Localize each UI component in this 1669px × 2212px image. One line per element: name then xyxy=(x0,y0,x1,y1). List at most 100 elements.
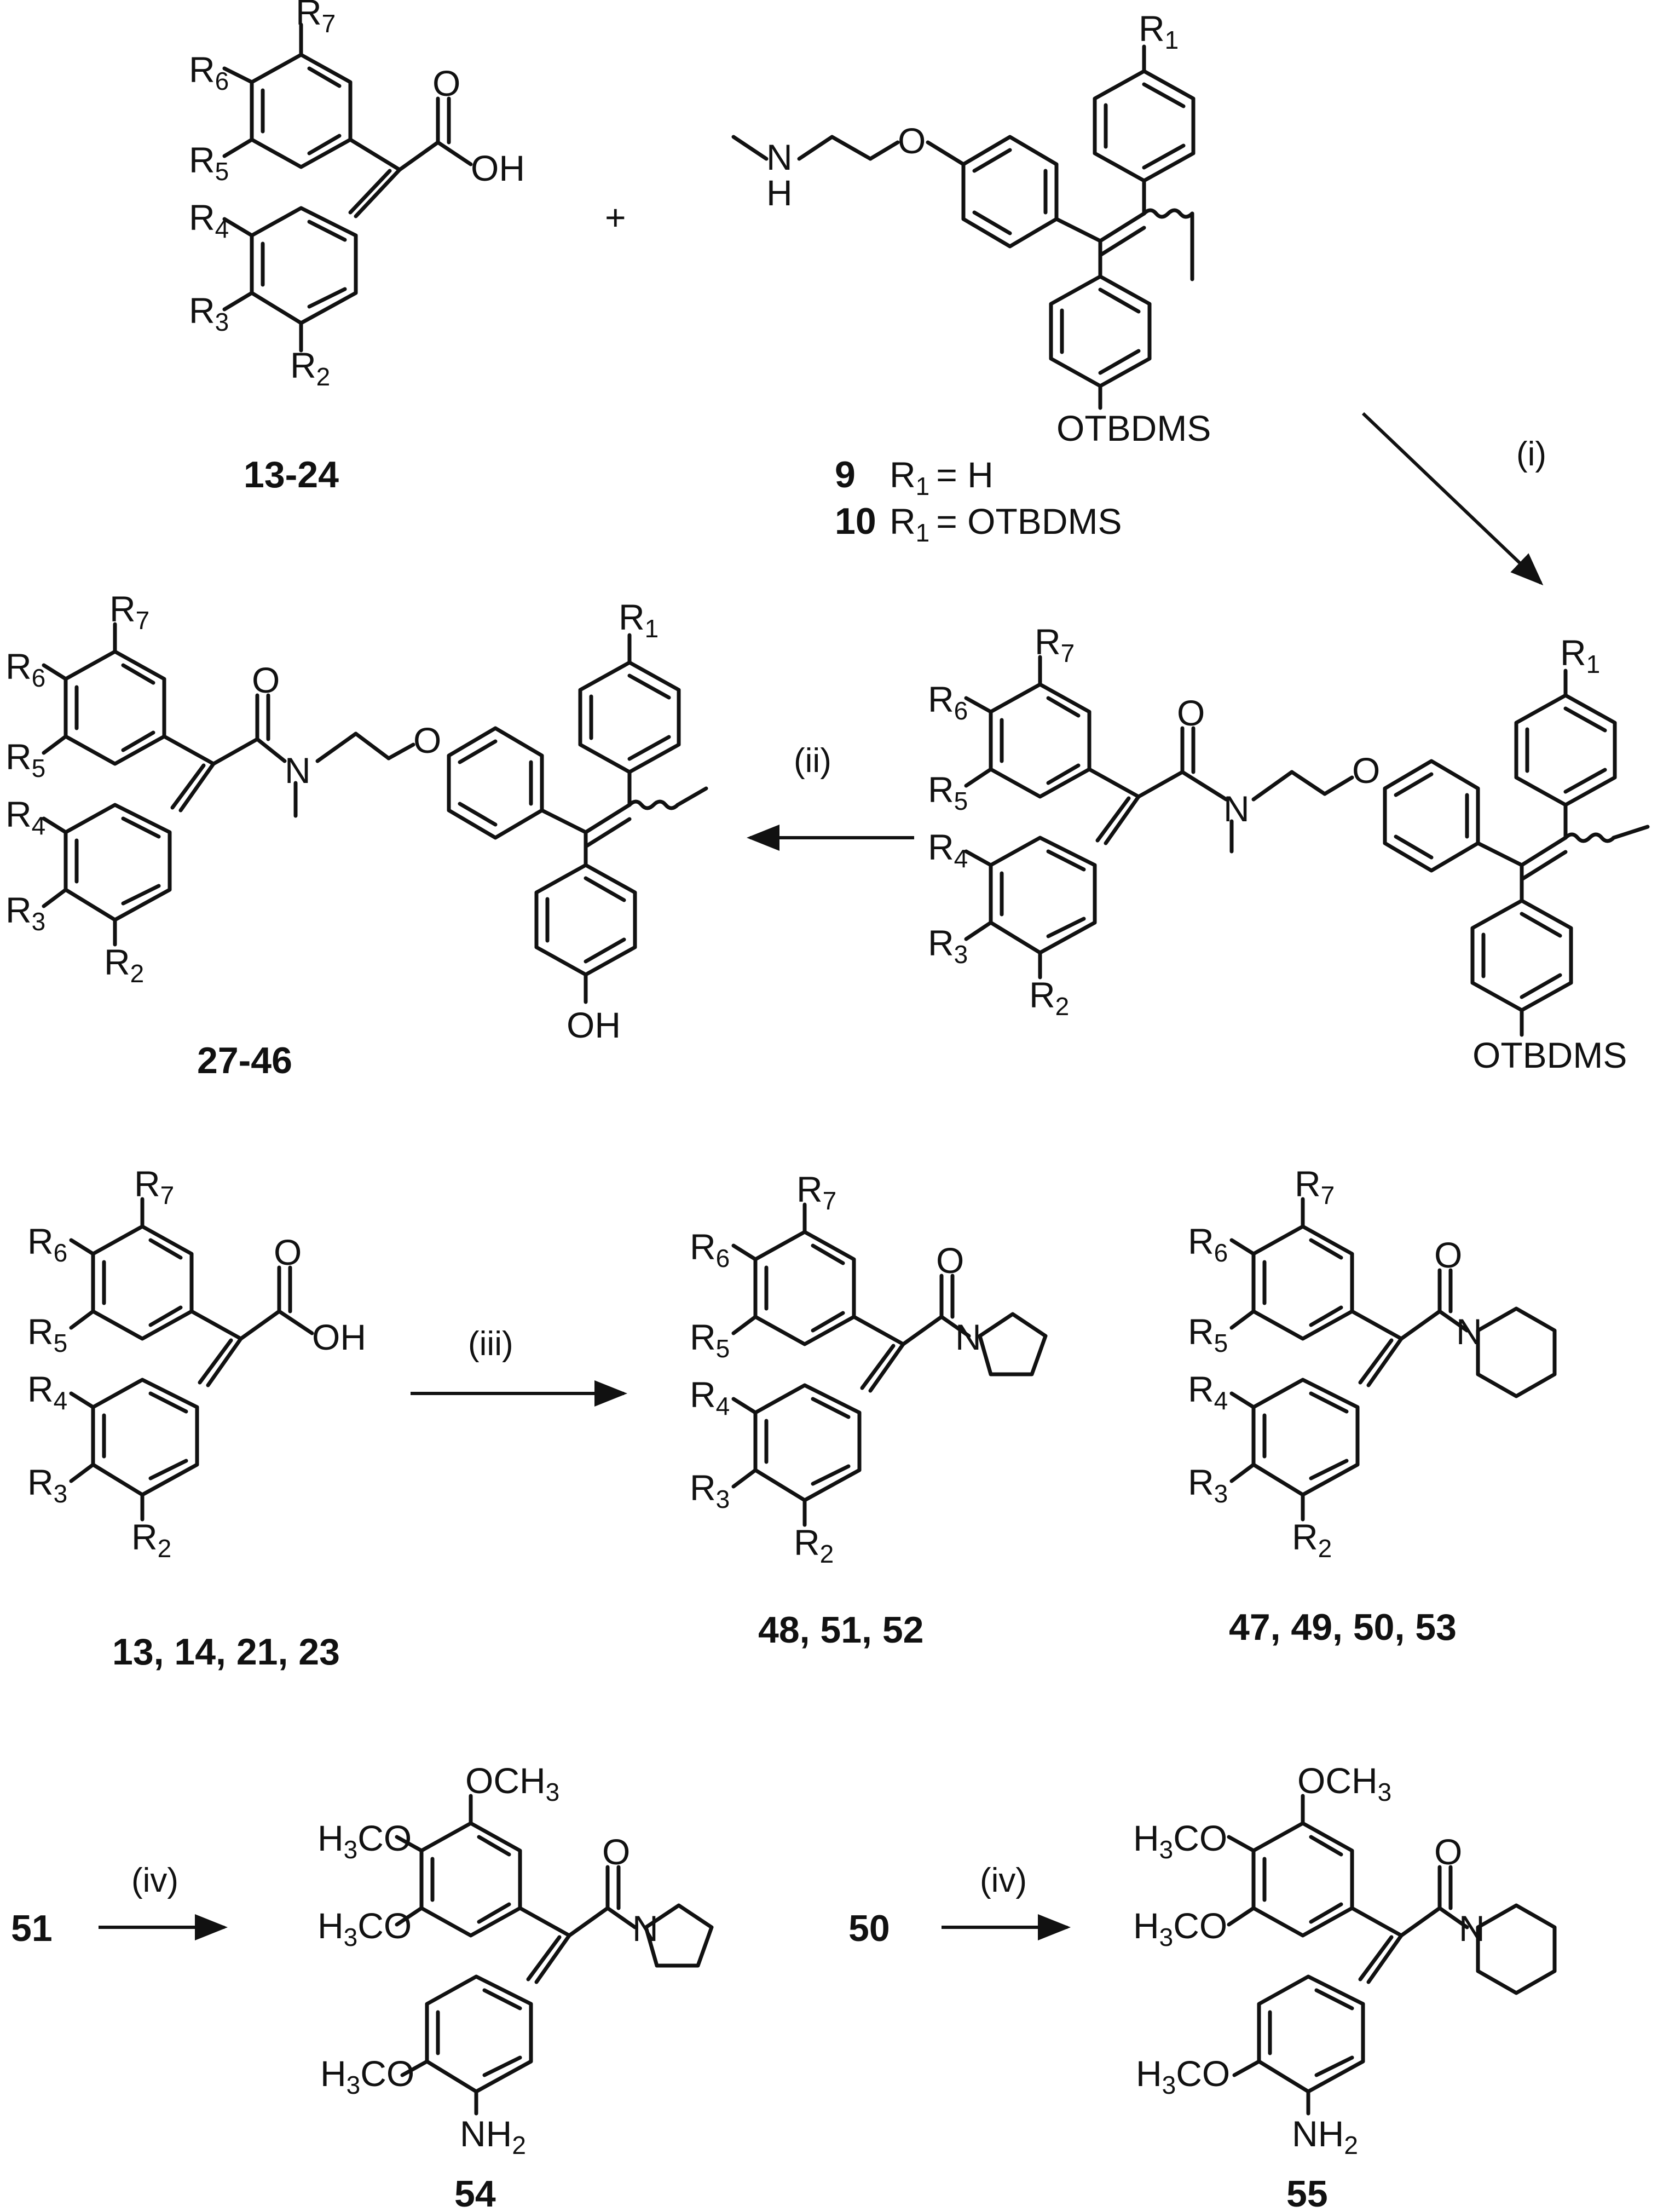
r7-label: R7 xyxy=(796,1169,836,1215)
r3-label: R3 xyxy=(690,1467,730,1513)
carbonyl-o-label: O xyxy=(432,63,460,103)
r4-label: R4 xyxy=(1188,1369,1228,1415)
amide-n-label: N xyxy=(285,750,311,791)
amine-9-10-structure xyxy=(731,44,1196,410)
compound-label-50: 50 xyxy=(848,1908,890,1949)
r2-label: R2 xyxy=(1029,975,1069,1021)
r5-label: R5 xyxy=(27,1311,67,1357)
r5-label: R5 xyxy=(189,140,229,186)
r2-label: R2 xyxy=(794,1522,834,1568)
methoxy-label: H3CO xyxy=(1133,1905,1227,1951)
r7-label: R7 xyxy=(1035,621,1075,667)
carbonyl-o-label: O xyxy=(252,660,280,700)
compound-55-labels: OCH3 H3CO H3CO O N H3CO NH2 xyxy=(1133,1760,1485,2159)
r4-label: R4 xyxy=(928,827,968,873)
r7-label: R7 xyxy=(296,0,336,38)
carbonyl-o-label: O xyxy=(1434,1235,1462,1275)
r7-label: R7 xyxy=(109,589,149,635)
ether-o-label: O xyxy=(413,720,441,761)
r1-label: R1 xyxy=(619,597,659,643)
acid-13-14-21-23-structure xyxy=(69,1197,314,1522)
r3-label: R3 xyxy=(27,1462,67,1508)
piperidine-amide-structure xyxy=(1229,1197,1557,1522)
compound-label-48-51-52: 48, 51, 52 xyxy=(758,1609,923,1651)
amine-9-10-labels: N H O R1 OTBDMS xyxy=(766,8,1211,448)
r1-label: R1 xyxy=(1560,632,1600,678)
amine-n-label: N xyxy=(766,137,793,177)
protected-amide-structure xyxy=(964,655,1650,1037)
hydroxyl-label: OH xyxy=(567,1005,621,1045)
amine-h-label: H xyxy=(766,172,793,213)
r3-label: R3 xyxy=(1188,1462,1228,1508)
compound-label-10: 10 xyxy=(835,500,876,542)
r6-label: R6 xyxy=(1188,1221,1228,1267)
acid-13-24-labels: R7 R6 R5 R4 R3 R2 O OH xyxy=(189,0,525,391)
compound-label-13-14-21-23: 13, 14, 21, 23 xyxy=(112,1631,340,1673)
r7-label: R7 xyxy=(134,1163,174,1209)
arrow-step-i xyxy=(1361,412,1544,586)
acid-13-14-21-23-labels: R7 R6 R5 R4 R3 R2 O OH xyxy=(27,1163,366,1563)
r2-label: R2 xyxy=(1292,1517,1332,1563)
methoxy-label: H3CO xyxy=(317,1818,412,1864)
compound-54-structure xyxy=(395,1794,714,2116)
final-amide-27-46-labels: R7 R6 R5 R4 R3 R2 O N O R1 OH xyxy=(5,589,659,1045)
compound-label-47-49-50-53: 47, 49, 50, 53 xyxy=(1229,1606,1457,1648)
r6-label: R6 xyxy=(928,679,968,725)
r4-label: R4 xyxy=(189,197,229,243)
compound-label-51: 51 xyxy=(11,1908,53,1949)
reagent-label-ii: (ii) xyxy=(794,742,831,780)
r3-label: R3 xyxy=(189,290,229,336)
amide-n-label: N xyxy=(632,1908,659,1949)
r6-label: R6 xyxy=(690,1226,730,1272)
protected-amide-labels: R7 R6 R5 R4 R3 R2 O N O R1 OTBDMS xyxy=(928,621,1627,1075)
amide-n-label: N xyxy=(955,1317,981,1357)
otbdms-label: OTBDMS xyxy=(1056,408,1211,448)
carbonyl-o-label: O xyxy=(602,1831,630,1872)
r5-label: R5 xyxy=(928,769,968,815)
methoxy-label: H3CO xyxy=(1133,1818,1227,1864)
amide-n-label: N xyxy=(1456,1311,1482,1352)
amine-label: NH2 xyxy=(460,2113,526,2159)
ether-o-label: O xyxy=(898,120,926,161)
reagent-label-i: (i) xyxy=(1516,435,1546,473)
otbdms-label: OTBDMS xyxy=(1472,1035,1627,1075)
methoxy-label: H3CO xyxy=(320,2053,414,2099)
methoxy-label: H3CO xyxy=(1136,2053,1230,2099)
r3-label: R3 xyxy=(5,890,45,936)
r2-label: R2 xyxy=(131,1517,171,1563)
carbonyl-o-label: O xyxy=(1434,1831,1462,1872)
pyrrolidine-amide-structure xyxy=(731,1202,1048,1527)
r7-label: R7 xyxy=(1295,1163,1335,1209)
pyrrolidine-amide-labels: R7 R6 R5 R4 R3 R2 O N xyxy=(690,1169,981,1568)
r6-label: R6 xyxy=(27,1221,67,1267)
compound-label-9: 9 xyxy=(835,454,856,496)
hydroxyl-label: OH xyxy=(471,148,525,188)
r6-label: R6 xyxy=(189,49,229,95)
compound-label-54: 54 xyxy=(454,2173,496,2212)
compound-label-27-46: 27-46 xyxy=(197,1040,292,1081)
compound-label-13-24: 13-24 xyxy=(244,454,339,496)
amide-n-label: N xyxy=(1459,1908,1485,1949)
hydroxyl-label: OH xyxy=(312,1317,366,1357)
r2-label: R2 xyxy=(104,942,144,988)
r6-label: R6 xyxy=(5,646,45,692)
ether-o-label: O xyxy=(1352,750,1380,791)
methoxy-label: OCH3 xyxy=(1297,1760,1391,1806)
carbonyl-o-label: O xyxy=(1177,693,1205,733)
compound-9-definition: R1= H xyxy=(890,454,994,500)
r5-label: R5 xyxy=(690,1317,730,1363)
carbonyl-o-label: O xyxy=(274,1232,302,1272)
r5-label: R5 xyxy=(5,736,45,782)
reagent-label-iii: (iii) xyxy=(468,1325,513,1363)
compound-label-55: 55 xyxy=(1286,2173,1328,2212)
r4-label: R4 xyxy=(690,1374,730,1420)
r3-label: R3 xyxy=(928,923,968,969)
reagent-label-iv-a: (iv) xyxy=(131,1862,178,1899)
compound-55-structure xyxy=(1227,1794,1557,2116)
reagent-label-iv-b: (iv) xyxy=(980,1862,1027,1899)
amine-label: NH2 xyxy=(1292,2113,1358,2159)
r1-label: R1 xyxy=(1139,8,1179,54)
compound-10-definition: R1= OTBDMS xyxy=(890,501,1122,547)
